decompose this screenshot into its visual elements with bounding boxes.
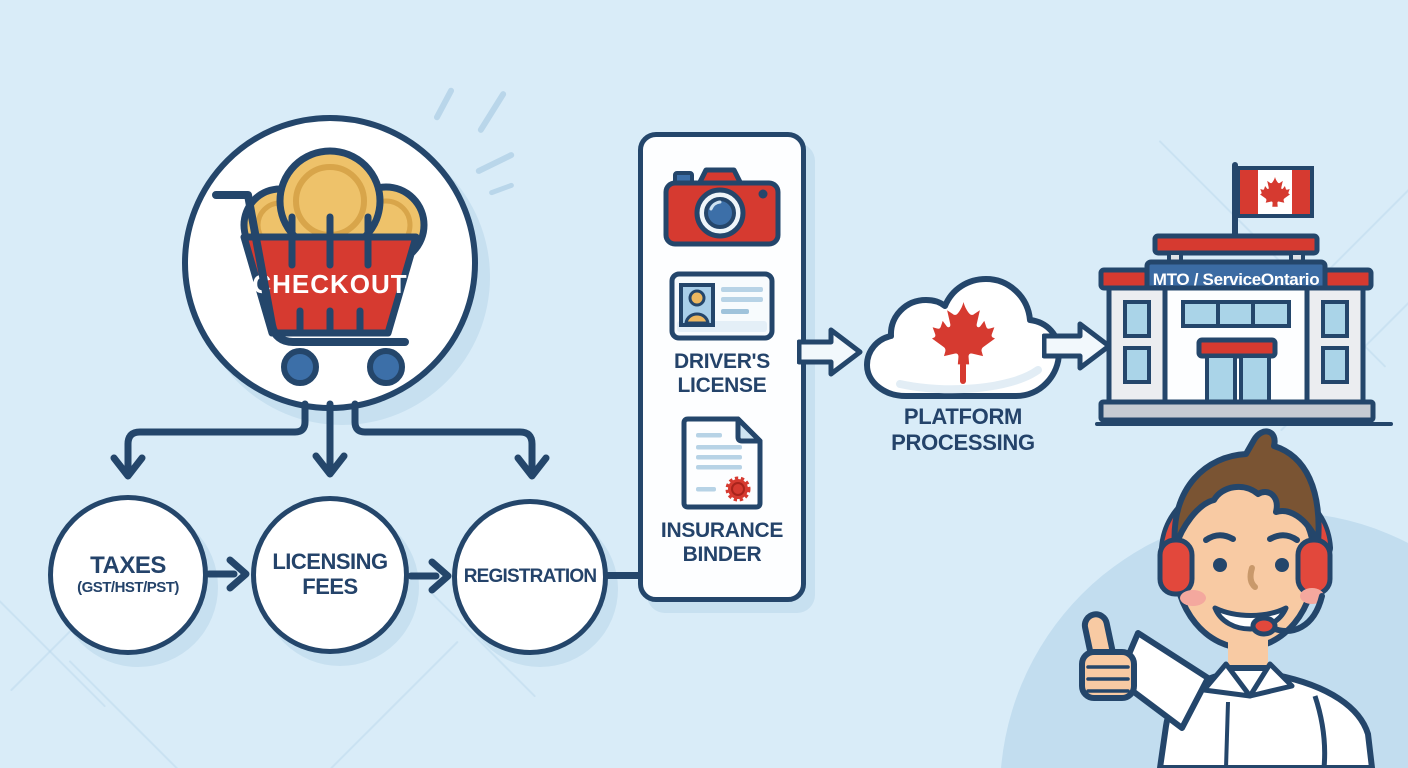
processing-line2: PROCESSING — [891, 430, 1035, 456]
window — [1123, 346, 1151, 384]
drivers-license-label: DRIVER'S LICENSE — [674, 350, 770, 398]
door-awning — [1196, 337, 1278, 359]
processing-label: PLATFORM PROCESSING — [865, 404, 1061, 457]
step-registration-title: REGISTRATION — [463, 566, 597, 588]
camera-icon — [663, 167, 781, 247]
drivers-license-line2: LICENSE — [677, 373, 767, 397]
window — [1321, 300, 1349, 338]
window — [1123, 300, 1151, 338]
step-licensing-title: LICENSING — [272, 549, 388, 575]
window — [1321, 346, 1349, 384]
step-circle-licensing-fees: LICENSING FEES — [251, 496, 409, 654]
arrow-panel-to-cloud — [797, 327, 863, 377]
step-circle-registration: REGISTRATION — [452, 499, 608, 655]
connector-registration-to-panel — [604, 572, 642, 579]
door-panel — [1239, 354, 1271, 404]
government-building-icon: MTO / ServiceOntario — [1095, 162, 1393, 426]
insurance-binder-line2: BINDER — [682, 542, 762, 566]
arrow-cloud-to-building — [1042, 321, 1112, 371]
decor-diagonal-line — [330, 640, 459, 768]
shopping-cart-icon: CHECKOUT — [212, 147, 428, 386]
canada-flag-icon — [1236, 166, 1314, 218]
sparkle-icon — [474, 151, 516, 175]
cloud-maple-leaf-icon — [864, 276, 1062, 399]
document-seal-icon — [681, 416, 763, 510]
sparkle-icon — [432, 86, 456, 122]
arrow-taxes-to-licensing — [206, 556, 250, 592]
id-card-icon — [669, 271, 775, 341]
drivers-license-line1: DRIVER'S — [674, 350, 770, 373]
insurance-binder-line1: INSURANCE — [660, 518, 784, 542]
arrow-licensing-to-registration — [408, 558, 452, 594]
documents-panel: DRIVER'S LICENSE INSURANCE BINDER — [638, 132, 806, 602]
decor-diagonal-line — [68, 660, 268, 768]
insurance-binder-label: INSURANCE BINDER — [661, 519, 783, 567]
processing-line1: PLATFORM — [903, 404, 1023, 429]
sparkle-icon — [488, 182, 515, 196]
step-taxes-title: TAXES — [90, 552, 166, 580]
window-strip — [1181, 300, 1291, 328]
door-panel — [1205, 354, 1237, 404]
checkout-badge: CHECKOUT — [182, 115, 478, 411]
step-licensing-subtitle: FEES — [302, 574, 358, 599]
flow-branch-arrows — [110, 400, 550, 480]
building-sign-label: MTO / ServiceOntario — [1153, 270, 1320, 289]
sparkle-icon — [476, 90, 508, 134]
checkout-label: CHECKOUT — [252, 269, 407, 299]
step-taxes-subtitle: (GST/HST/PST) — [77, 579, 179, 597]
step-circle-taxes: TAXES (GST/HST/PST) — [48, 495, 208, 655]
support-agent-thumbs-up-icon — [1079, 428, 1375, 768]
